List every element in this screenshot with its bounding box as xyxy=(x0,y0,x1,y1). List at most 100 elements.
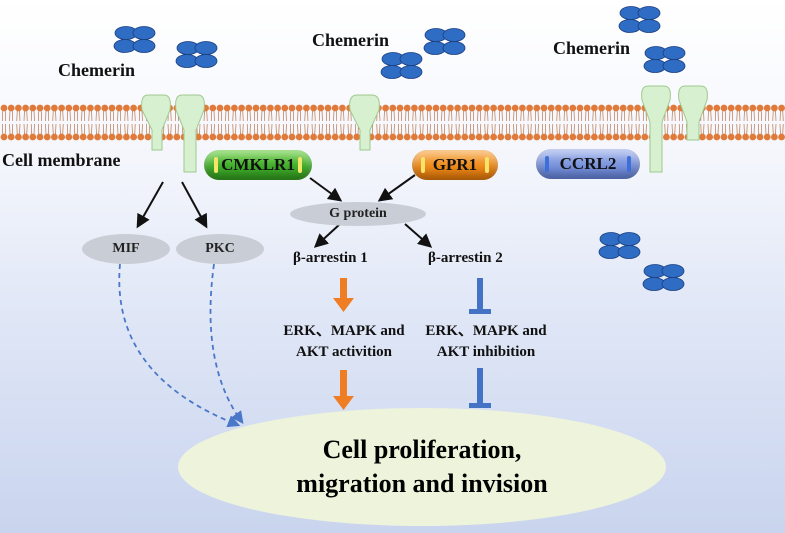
lipid-tail xyxy=(405,110,410,122)
lipid-tail xyxy=(95,110,100,122)
lipid-tail xyxy=(592,123,597,135)
lipid-head xyxy=(547,133,555,141)
receptor-left-b xyxy=(175,94,205,173)
lipid-head xyxy=(598,104,605,112)
lipid-head xyxy=(0,104,8,112)
lipid-tail xyxy=(520,123,525,135)
lipid-tail xyxy=(23,123,28,135)
lipid-tail xyxy=(614,123,618,135)
lipid-tail xyxy=(570,110,575,122)
lipid-head xyxy=(94,104,101,112)
lipid-head xyxy=(555,104,562,112)
lipid-tail xyxy=(556,123,561,135)
chemerin-molecule xyxy=(662,46,686,60)
lipid-tail xyxy=(326,123,330,135)
lipid-head xyxy=(619,133,627,141)
lipid-tail xyxy=(635,123,640,135)
lipid-head xyxy=(389,104,397,112)
lipid-tail xyxy=(722,123,726,135)
lipid-head xyxy=(15,104,22,112)
lipid-tail xyxy=(66,110,71,122)
chemerin-molecule xyxy=(442,41,466,55)
lipid-head xyxy=(331,104,339,112)
lipid-tail xyxy=(304,110,309,122)
arrow-receptor-to-pkc xyxy=(181,181,208,229)
lipid-tail xyxy=(297,110,302,122)
lipid-head xyxy=(483,104,490,112)
lipid-head xyxy=(720,104,728,112)
lipid-head xyxy=(569,104,577,112)
lipid-tail xyxy=(606,110,611,122)
lipid-head xyxy=(432,133,440,141)
outcome-line1: Cell proliferation, xyxy=(322,435,522,464)
lipid-tail xyxy=(578,123,582,135)
lipid-head xyxy=(576,133,584,141)
lipid-tail xyxy=(527,123,532,135)
lipid-head xyxy=(432,104,440,112)
lipid-tail xyxy=(707,123,712,135)
lipid-tail xyxy=(45,123,50,135)
lipid-tail xyxy=(110,110,114,122)
lipid-tail xyxy=(743,110,748,122)
lipid-tail xyxy=(455,110,460,122)
lipid-head xyxy=(425,133,433,141)
lipid-tail xyxy=(419,110,424,122)
lipid-head xyxy=(29,104,37,112)
lipid-tail xyxy=(707,110,712,122)
lipid-head xyxy=(65,104,73,112)
lipid-tail xyxy=(297,123,302,135)
inhibition-bar-upper xyxy=(469,278,491,314)
lipid-tail xyxy=(462,110,467,122)
lipid-head xyxy=(591,133,598,141)
lipid-head xyxy=(634,133,641,141)
lipid-tail xyxy=(729,123,734,135)
lipid-head xyxy=(101,104,109,112)
lipid-tail xyxy=(232,110,237,122)
receptor-left-a xyxy=(141,94,171,151)
lipid-tail xyxy=(210,110,215,122)
lipid-tail xyxy=(477,110,482,122)
lipid-head xyxy=(223,104,231,112)
lipid-head xyxy=(94,133,101,141)
lipid-head xyxy=(605,133,613,141)
lipid-head xyxy=(79,104,87,112)
lipid-head xyxy=(252,133,260,141)
lipid-tail xyxy=(138,123,143,135)
chemerin-molecule xyxy=(132,39,156,53)
chemerin-molecule xyxy=(399,52,423,66)
lipid-head xyxy=(569,133,577,141)
lipid-head xyxy=(87,104,94,112)
lipid-head xyxy=(778,133,785,141)
lipid-head xyxy=(439,104,447,112)
lipid-tail xyxy=(513,110,518,122)
lipid-tail xyxy=(239,123,244,135)
activation-arrow-upper xyxy=(333,278,354,312)
lipid-head xyxy=(490,104,497,112)
lipid-head xyxy=(763,133,771,141)
lipid-head xyxy=(346,133,353,141)
lipid-head xyxy=(627,133,634,141)
receptor-right-a xyxy=(641,85,671,173)
lipid-tail xyxy=(340,123,345,135)
lipid-head xyxy=(490,133,497,141)
lipid-tail xyxy=(729,110,734,122)
lipid-head xyxy=(699,133,706,141)
lipid-head xyxy=(598,133,605,141)
lipid-head xyxy=(562,104,569,112)
lipid-tail xyxy=(59,123,64,135)
chemerin-molecule xyxy=(194,54,218,68)
lipid-tail xyxy=(117,123,122,135)
lipid-tail xyxy=(74,123,78,135)
lipid-head xyxy=(72,133,80,141)
lipid-tail xyxy=(282,123,287,135)
lipid-tail xyxy=(398,123,402,135)
lipid-tail xyxy=(506,110,510,122)
lipid-head xyxy=(274,104,281,112)
inhibition-text-line2: AKT inhibition xyxy=(436,344,536,360)
lipid-head xyxy=(677,133,685,141)
lipid-head xyxy=(288,104,296,112)
lipid-tail xyxy=(225,110,230,122)
lipid-tail xyxy=(642,110,647,122)
lipid-head xyxy=(144,133,152,141)
lipid-tail xyxy=(218,110,222,122)
